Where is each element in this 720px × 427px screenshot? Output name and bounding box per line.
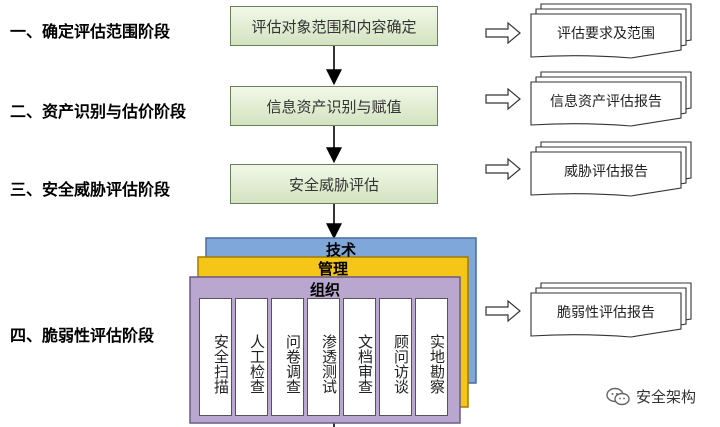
method-site-survey: 实地勘察 [415, 298, 448, 416]
document-stack-1 [530, 3, 692, 59]
technical-layer-label: 技术 [325, 241, 356, 259]
watermark-text: 安全架构 [635, 388, 696, 406]
method-document-review: 文档审查 [343, 298, 376, 416]
wechat-icon [606, 387, 630, 405]
output-arrow-3 [485, 157, 521, 181]
watermark: 安全架构 [606, 386, 696, 407]
method-penetration-test: 渗透测试 [307, 298, 340, 416]
method-questionnaire: 问卷调查 [271, 298, 304, 416]
management-layer-label: 管理 [317, 260, 348, 278]
step-scope-definition: 评估对象范围和内容确定 [230, 6, 438, 46]
method-security-scan: 安全扫描 [199, 298, 232, 416]
step-threat-assessment: 安全威胁评估 [230, 164, 438, 204]
document-label-3: 威胁评估报告 [564, 164, 648, 180]
document-label-1: 评估要求及范围 [557, 26, 655, 42]
method-manual-check: 人工检查 [235, 298, 268, 416]
organization-layer-label: 组织 [309, 281, 340, 299]
stage-label-2: 二、资产识别与估价阶段 [10, 102, 187, 121]
stage-label-3: 三、安全威胁评估阶段 [10, 180, 171, 199]
output-arrow-4 [485, 299, 521, 323]
step-asset-identification: 信息资产识别与赋值 [230, 86, 438, 126]
output-arrow-2 [485, 87, 521, 111]
document-stack-3 [530, 141, 692, 197]
document-label-4: 脆弱性评估报告 [557, 305, 655, 321]
document-stack-2 [530, 71, 692, 127]
output-arrow-1 [485, 21, 521, 45]
stage-label-4: 四、脆弱性评估阶段 [10, 326, 155, 345]
stage-label-1: 一、确定评估范围阶段 [10, 22, 171, 41]
document-label-2: 信息资产评估报告 [550, 94, 662, 110]
method-consultant-interview: 顾问访谈 [379, 298, 412, 416]
document-stack-4 [530, 282, 692, 338]
